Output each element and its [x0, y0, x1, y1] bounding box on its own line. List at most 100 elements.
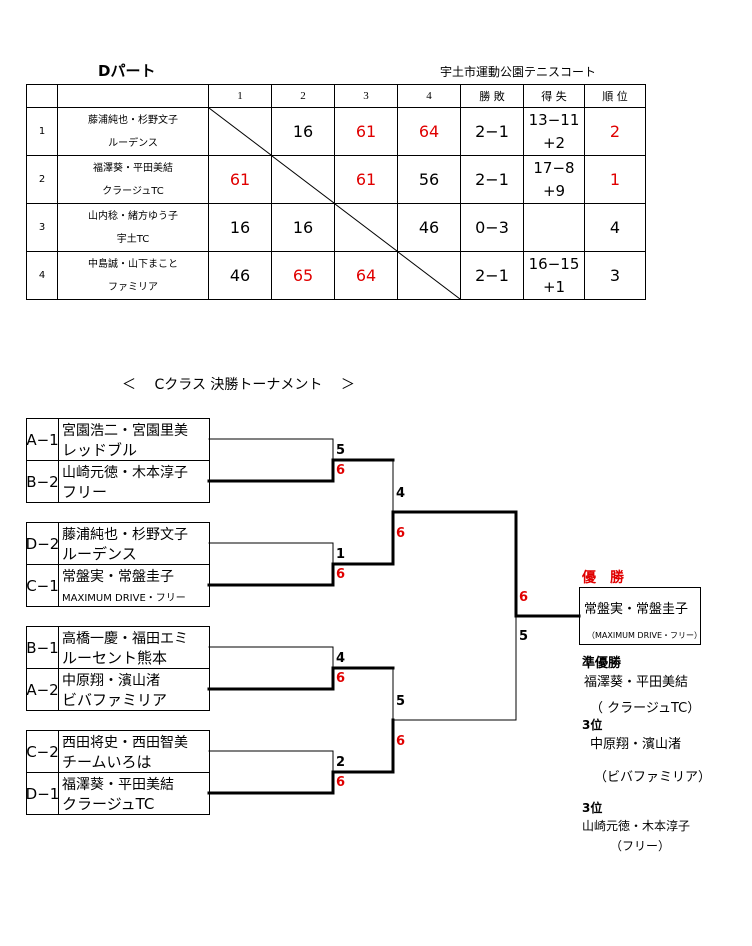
seed-label: A−2 [26, 669, 59, 710]
score-cell: 61 [334, 155, 398, 204]
third-place-names: 中原翔・濱山渚 [590, 737, 682, 752]
seed-label: C−1 [26, 565, 59, 606]
row-players: 福澤葵・平田美結 クラージュTC [57, 155, 209, 204]
player-names: 西田将史・西田智美 [62, 735, 188, 751]
club-name: MAXIMUM DRIVE・フリー [62, 593, 186, 604]
points-cell: 17−8 +9 [523, 155, 585, 204]
rank-cell: 3 [584, 251, 646, 300]
bracket-line [392, 667, 517, 721]
win-loss-cell: 2−1 [460, 251, 524, 300]
club-name: ルーセント熊本 [62, 649, 168, 667]
player-names: 藤浦純也・杉野文子 [88, 114, 178, 126]
club-name: クラージュTC [62, 795, 155, 813]
score-label: 4 [396, 486, 406, 501]
score-label-winner: 6 [336, 775, 346, 790]
header-points: 得 失 [523, 84, 585, 108]
score-cell: 64 [334, 251, 398, 300]
third-place-label: 3位 [582, 801, 603, 815]
player-names: 藤浦純也・杉野文子 [62, 527, 188, 543]
club-name: クラージュTC [102, 185, 164, 197]
club-name: ルーデンス [62, 545, 137, 563]
seed-label: D−1 [26, 773, 59, 814]
player-names: 高橋一慶・福田エミ [62, 631, 188, 647]
bracket-line-winner [207, 562, 395, 587]
row-players: 藤浦純也・杉野文子 ルーデンス [57, 107, 209, 156]
header-win-loss: 勝 敗 [460, 84, 524, 108]
champion-club: （MAXIMUM DRIVE・フリー） [587, 631, 703, 640]
club-name: チームいろは [62, 753, 152, 771]
diagonal-cell [271, 155, 335, 204]
player-names: 常盤実・常盤圭子 [62, 569, 174, 585]
runner-up-label: 準優勝 [582, 656, 622, 671]
score-label: 2 [336, 755, 346, 770]
points-record: 17−8 [533, 158, 575, 177]
table-row: 2 福澤葵・平田美結 クラージュTC 61 61 56 2−1 17−8+9 1 [26, 155, 646, 204]
score-label-winner: 6 [519, 590, 529, 605]
league-table: 1 2 3 4 勝 敗 得 失 順 位 1 藤浦純也・杉野文子 ルーデンス 16… [26, 84, 646, 300]
rank-cell: 1 [584, 155, 646, 204]
seed-label: B−1 [26, 627, 59, 668]
points-record: 16−15 [528, 254, 580, 273]
club-name: ビバファミリア [62, 691, 168, 709]
entry-slot: C−2 西田将史・西田智美 チームいろは [26, 731, 209, 773]
bracket-line [208, 750, 334, 773]
player-names: 福澤葵・平田美結 [93, 162, 173, 174]
diagonal-cell [397, 251, 461, 300]
score-cell: 46 [208, 251, 272, 300]
seed-label: C−2 [26, 731, 59, 772]
entry-pair: A−1 宮園浩二・宮園里美 レッドブル B−2 山崎元徳・木本淳子 フリー [26, 418, 210, 503]
third-place-names: 山崎元徳・木本淳子 [582, 819, 691, 833]
score-label-winner: 6 [396, 526, 406, 541]
champion-box: 常盤実・常盤圭子 （MAXIMUM DRIVE・フリー） [579, 587, 703, 645]
entry-pair: B−1 高橋一慶・福田エミ ルーセント熊本 A−2 中原翔・濱山渚 ビバファミリ… [26, 626, 210, 711]
header-col-4: 4 [397, 84, 461, 108]
entry-slot: B−2 山崎元徳・木本淳子 フリー [26, 461, 209, 502]
entry-slot: A−2 中原翔・濱山渚 ビバファミリア [26, 669, 209, 710]
score-label-winner: 6 [336, 567, 346, 582]
club-name: ルーデンス [108, 137, 158, 149]
player-names: 中島誠・山下まこと [88, 258, 178, 270]
seed-label: B−2 [26, 461, 59, 502]
club-name: ファミリア [108, 281, 158, 293]
score-label-winner: 6 [396, 734, 406, 749]
win-loss-cell: 2−1 [460, 107, 524, 156]
diagonal-cell [208, 107, 272, 156]
bracket-line-winner [207, 458, 395, 483]
bracket-line-winner [514, 510, 581, 618]
table-row: 1 藤浦純也・杉野文子 ルーデンス 16 61 64 2−1 13−11+2 2 [26, 107, 646, 156]
points-cell: 13−11 +2 [523, 107, 585, 156]
champion-names: 常盤実・常盤圭子 [584, 602, 689, 617]
player-names: 福澤葵・平田美結 [62, 777, 174, 793]
points-diff: +1 [542, 277, 566, 296]
diagonal-line [272, 156, 334, 203]
points-diff: +9 [542, 181, 566, 200]
points-record: 13−11 [528, 110, 580, 129]
bracket-line [208, 542, 334, 565]
club-name: フリー [62, 483, 108, 501]
score-label: 5 [519, 629, 529, 644]
part-title: Dパート [98, 62, 156, 80]
row-number: 4 [26, 251, 58, 300]
player-names: 山内稔・緒方ゆう子 [88, 210, 178, 222]
entry-pair: D−2 藤浦純也・杉野文子 ルーデンス C−1 常盤実・常盤圭子 MAXIMUM… [26, 522, 210, 607]
bracket-line-winner [391, 510, 518, 566]
third-place-club: （フリー） [610, 839, 671, 853]
entry-pair: C−2 西田将史・西田智美 チームいろは D−1 福澤葵・平田美結 クラージュT… [26, 730, 210, 815]
bracket-line [208, 646, 334, 669]
bracket-line [208, 438, 334, 461]
seed-label: D−2 [26, 523, 59, 564]
score-label: 4 [336, 651, 346, 666]
runner-up-names: 福澤葵・平田美結 [584, 675, 689, 690]
points-cell: 16−15 +1 [523, 251, 585, 300]
entry-slot: C−1 常盤実・常盤圭子 MAXIMUM DRIVE・フリー [26, 565, 209, 606]
row-number: 3 [26, 203, 58, 252]
diagonal-cell [334, 203, 398, 252]
score-label-winner: 6 [336, 671, 346, 686]
player-names: 山崎元徳・木本淳子 [62, 465, 188, 481]
header-rank: 順 位 [584, 84, 646, 108]
seed-label: A−1 [26, 419, 59, 460]
entry-slot: D−2 藤浦純也・杉野文子 ルーデンス [26, 523, 209, 565]
points-diff: +2 [542, 133, 566, 152]
table-row: 3 山内稔・緒方ゆう子 宇土TC 16 16 46 0−3 4 [26, 203, 646, 252]
entry-slot: D−1 福澤葵・平田美結 クラージュTC [26, 773, 209, 814]
